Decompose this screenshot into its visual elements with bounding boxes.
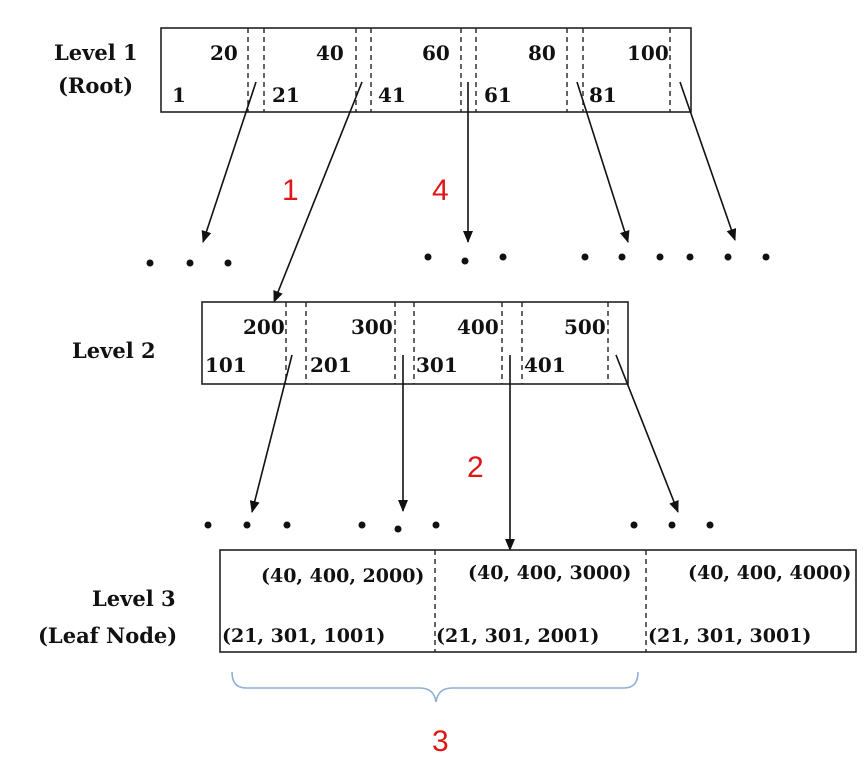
step-marker-2: 2	[467, 451, 484, 484]
leaf-node: (40, 400, 2000) (40, 400, 3000) (40, 400…	[219, 549, 857, 653]
level2-label: Level 2	[72, 338, 156, 363]
root-upper-key: 80	[528, 41, 556, 65]
root-node: 20 40 60 80 100 1 21 41 61 81	[160, 27, 692, 113]
ellipsis-dots	[204, 521, 714, 533]
pointer-arrow	[201, 81, 257, 243]
leaf-upper-key: (40, 400, 2000)	[261, 565, 424, 587]
root-upper-key: 20	[210, 41, 238, 65]
root-lower-key: 21	[272, 83, 300, 107]
level2-node: 200 300 400 500 101 201 301 401	[201, 301, 629, 385]
root-lower-key: 81	[589, 83, 617, 107]
level1-sublabel: (Root)	[58, 73, 133, 98]
step-marker-3: 3	[432, 725, 449, 758]
pointer-arrow	[273, 81, 363, 303]
root-upper-key: 40	[316, 41, 344, 65]
leaf-lower-key: (21, 301, 1001)	[222, 625, 385, 647]
root-upper-key: 100	[627, 41, 669, 65]
level2-node-box	[201, 301, 629, 385]
range-brace	[231, 671, 639, 703]
leaf-lower-key: (21, 301, 3001)	[648, 625, 811, 647]
level2-lower-key: 101	[205, 353, 247, 377]
pointer-arrow	[249, 354, 293, 513]
root-lower-key: 1	[172, 83, 186, 107]
level2-upper-key: 200	[243, 315, 285, 339]
leaf-node-box	[219, 549, 857, 653]
level2-upper-key: 300	[351, 315, 393, 339]
level2-upper-key: 500	[564, 315, 606, 339]
leaf-upper-key: (40, 400, 3000)	[468, 562, 631, 584]
leaf-lower-key: (21, 301, 2001)	[436, 625, 599, 647]
level2-lower-key: 201	[310, 353, 352, 377]
level2-upper-key: 400	[457, 315, 499, 339]
pointer-arrow	[576, 81, 630, 243]
level2-lower-key: 401	[524, 353, 566, 377]
leaf-upper-key: (40, 400, 4000)	[688, 562, 851, 584]
level3-sublabel: (Leaf Node)	[38, 623, 177, 648]
level2-lower-key: 301	[416, 353, 458, 377]
root-lower-key: 41	[378, 83, 406, 107]
root-node-box	[160, 27, 692, 113]
pointer-arrow	[679, 81, 737, 241]
level3-label: Level 3	[92, 586, 176, 611]
step-marker-4: 4	[432, 174, 449, 207]
ellipsis-dots	[146, 253, 770, 267]
pointer-arrow	[615, 354, 679, 513]
root-upper-key: 60	[422, 41, 450, 65]
step-marker-1: 1	[282, 174, 299, 207]
root-lower-key: 61	[484, 83, 512, 107]
level1-label: Level 1	[54, 40, 138, 65]
